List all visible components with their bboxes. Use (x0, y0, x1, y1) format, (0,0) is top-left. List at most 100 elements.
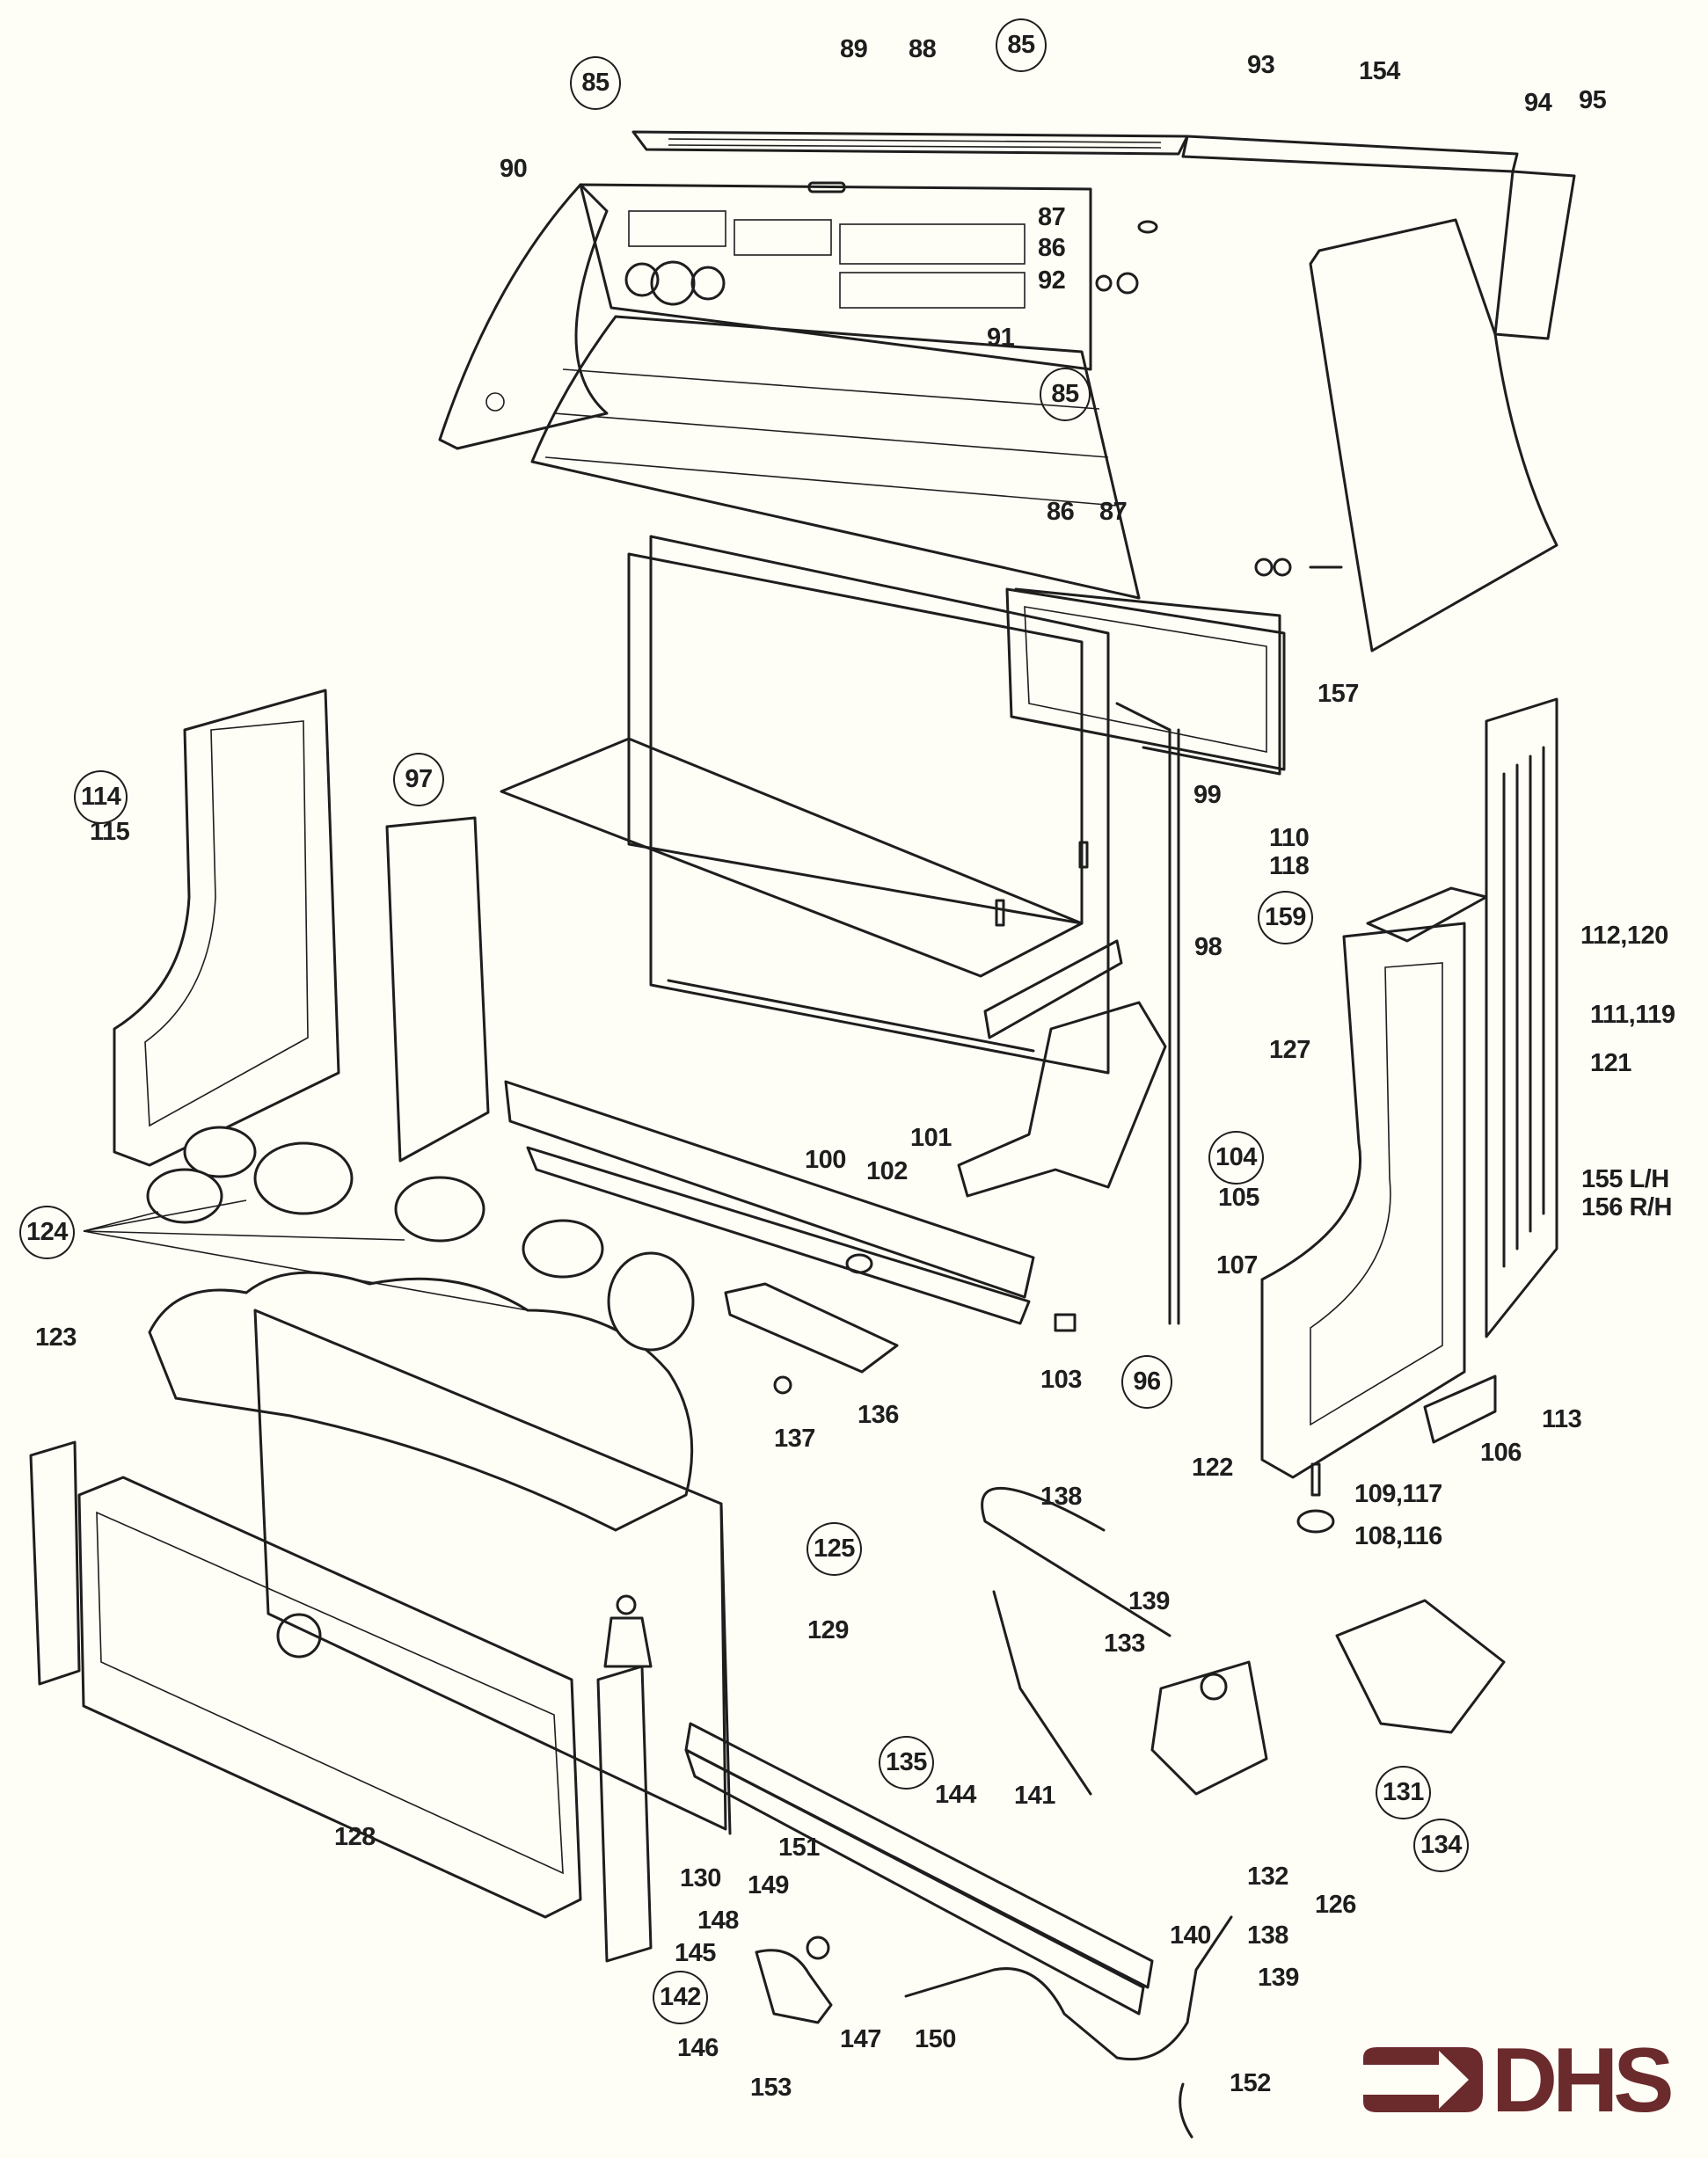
pilot-assembly-142 (755, 1936, 833, 2024)
callout-85: 85 (570, 56, 621, 110)
callout-99: 99 (1193, 781, 1222, 809)
callout-86: 86 (1038, 234, 1066, 262)
callout-94: 94 (1524, 89, 1552, 117)
callout-127: 127 (1269, 1036, 1310, 1064)
fret-post-right-130 (596, 1665, 653, 1963)
canopy-front-panel (530, 183, 1141, 600)
callout-102: 102 (866, 1157, 908, 1185)
callout-149: 149 (748, 1871, 789, 1899)
pipe-139-150 (904, 1915, 1233, 2061)
screw-99-icon (995, 841, 1089, 927)
burner-tray-rail (504, 1001, 1167, 1325)
control-knob-icon (690, 266, 726, 301)
logo-wordmark: DHS (1492, 2030, 1675, 2132)
callout-145: 145 (675, 1939, 716, 1967)
callout-110-118: 110 118 (1269, 824, 1310, 881)
callout-109-117: 109,117 (1354, 1480, 1442, 1508)
canopy-top-grille (631, 130, 1189, 156)
callout-88: 88 (909, 35, 937, 63)
gas-valve-131 (1150, 1599, 1506, 1796)
callout-105: 105 (1218, 1184, 1259, 1212)
callout-111-119: 111,119 (1590, 1001, 1675, 1029)
washer-87-icon (1137, 220, 1158, 234)
control-knob-icon (624, 262, 660, 297)
callout-113: 113 (1542, 1405, 1582, 1433)
front-fret-128 (77, 1476, 582, 1919)
glass-screen-125 (253, 1309, 732, 1835)
callout-97: 97 (393, 753, 444, 806)
callout-85: 85 (1040, 368, 1091, 421)
callout-106: 106 (1480, 1439, 1522, 1467)
callout-138: 138 (1040, 1483, 1082, 1511)
callout-95: 95 (1579, 86, 1607, 114)
callout-100: 100 (805, 1146, 846, 1174)
callout-87: 87 (1099, 498, 1128, 526)
side-panel-104-105 (1260, 922, 1466, 1479)
control-knob-icon (650, 260, 696, 306)
coal-pointer-lines (83, 1199, 529, 1311)
coals-124 (146, 1126, 695, 1352)
ashpan-135 (684, 1722, 1154, 2016)
firebox-back-panel (500, 535, 1281, 1325)
callout-108-116: 108,116 (1354, 1522, 1442, 1550)
dhs-logo: DHS (1361, 2035, 1689, 2126)
callout-133: 133 (1104, 1629, 1145, 1658)
callout-104: 104 (1208, 1131, 1264, 1185)
callout-121: 121 (1590, 1049, 1631, 1077)
thermocouple-152-icon (1179, 2082, 1193, 2139)
side-panel-97 (385, 816, 490, 1163)
callout-132: 132 (1247, 1863, 1288, 1891)
callout-122: 122 (1192, 1454, 1233, 1482)
callout-123: 123 (35, 1323, 77, 1352)
side-panel-114-115 (113, 689, 340, 1167)
callout-114: 114 (74, 770, 128, 824)
callout-148: 148 (697, 1906, 739, 1935)
callout-137: 137 (774, 1425, 815, 1453)
bracket-98 (983, 939, 1123, 1039)
callout-93: 93 (1247, 51, 1275, 79)
fixings-86-87-icon (1254, 558, 1343, 577)
callout-85: 85 (996, 18, 1047, 72)
callout-139: 139 (1258, 1964, 1299, 1992)
finial-129-icon (603, 1594, 653, 1668)
data-plate-106 (1423, 1374, 1497, 1444)
callout-144: 144 (935, 1781, 976, 1809)
pipe-138 (981, 1486, 1172, 1796)
callout-112-120: 112,120 (1580, 922, 1668, 950)
callout-147: 147 (840, 2025, 881, 2053)
callout-129: 129 (807, 1616, 849, 1644)
callout-98: 98 (1194, 933, 1223, 961)
callout-135: 135 (879, 1736, 934, 1790)
callout-153: 153 (750, 2074, 792, 2102)
callout-128: 128 (334, 1823, 376, 1851)
arrow-bracket-icon (1363, 2047, 1483, 2112)
callout-146: 146 (677, 2034, 719, 2062)
callout-131: 131 (1376, 1766, 1431, 1819)
callout-125: 125 (807, 1522, 862, 1576)
canopy-side-panel-right (1181, 135, 1576, 653)
screw-137-icon (773, 1375, 792, 1395)
callout-130: 130 (680, 1864, 721, 1892)
callout-107: 107 (1216, 1251, 1258, 1279)
callout-151: 151 (778, 1834, 820, 1862)
callout-86: 86 (1047, 498, 1075, 526)
callout-124: 124 (19, 1206, 75, 1259)
callout-140: 140 (1170, 1921, 1211, 1950)
callout-157: 157 (1317, 680, 1359, 708)
callout-138: 138 (1247, 1921, 1288, 1950)
callout-103: 103 (1040, 1366, 1082, 1394)
callout-142: 142 (653, 1971, 708, 2024)
bracket-136 (724, 1282, 899, 1374)
callout-139: 139 (1128, 1587, 1170, 1615)
callout-101: 101 (910, 1124, 952, 1152)
callout-159: 159 (1258, 891, 1313, 944)
gasket-157 (1005, 587, 1286, 771)
callout-141: 141 (1014, 1782, 1055, 1810)
callout-152: 152 (1230, 2069, 1271, 2097)
callout-126: 126 (1315, 1891, 1356, 1919)
side-grille-155-156 (1485, 697, 1558, 1338)
fuel-bed-123 (148, 1271, 694, 1532)
fret-post-left (29, 1440, 81, 1686)
canopy-side-panel-left (438, 183, 609, 450)
callout-136: 136 (858, 1401, 899, 1429)
